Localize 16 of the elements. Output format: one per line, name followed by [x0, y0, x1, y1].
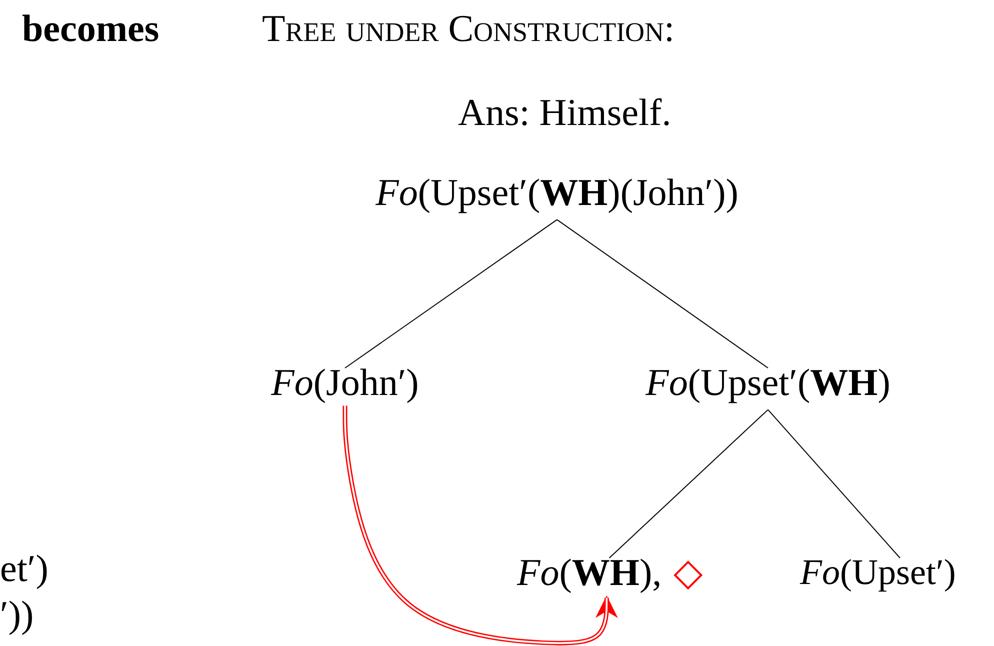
- diamond-symbol: ◇: [674, 552, 703, 596]
- tree-branch-line: [344, 219, 558, 368]
- tree-branch-line: [768, 409, 900, 558]
- tree-node-formula: Fo(John′): [271, 362, 419, 406]
- keyword-text: becomes: [22, 8, 160, 52]
- heading-text: Tree under Construction:: [262, 8, 675, 52]
- tree-node-formula: Fo(Upset′): [800, 552, 956, 594]
- label-text: Ans: Himself.: [458, 92, 672, 136]
- arrow: [342, 406, 618, 646]
- tree-branch-line: [556, 219, 768, 368]
- tree-node-formula: Fo(Upset′(WH)(John′)): [376, 172, 738, 216]
- tree-node-formula: Fo(Upset′(WH): [646, 362, 890, 406]
- label-text: et′): [0, 548, 48, 592]
- tree-branch-line: [608, 409, 768, 558]
- label-text: ′)): [0, 594, 34, 638]
- tree-node-formula: Fo(WH),: [517, 552, 662, 596]
